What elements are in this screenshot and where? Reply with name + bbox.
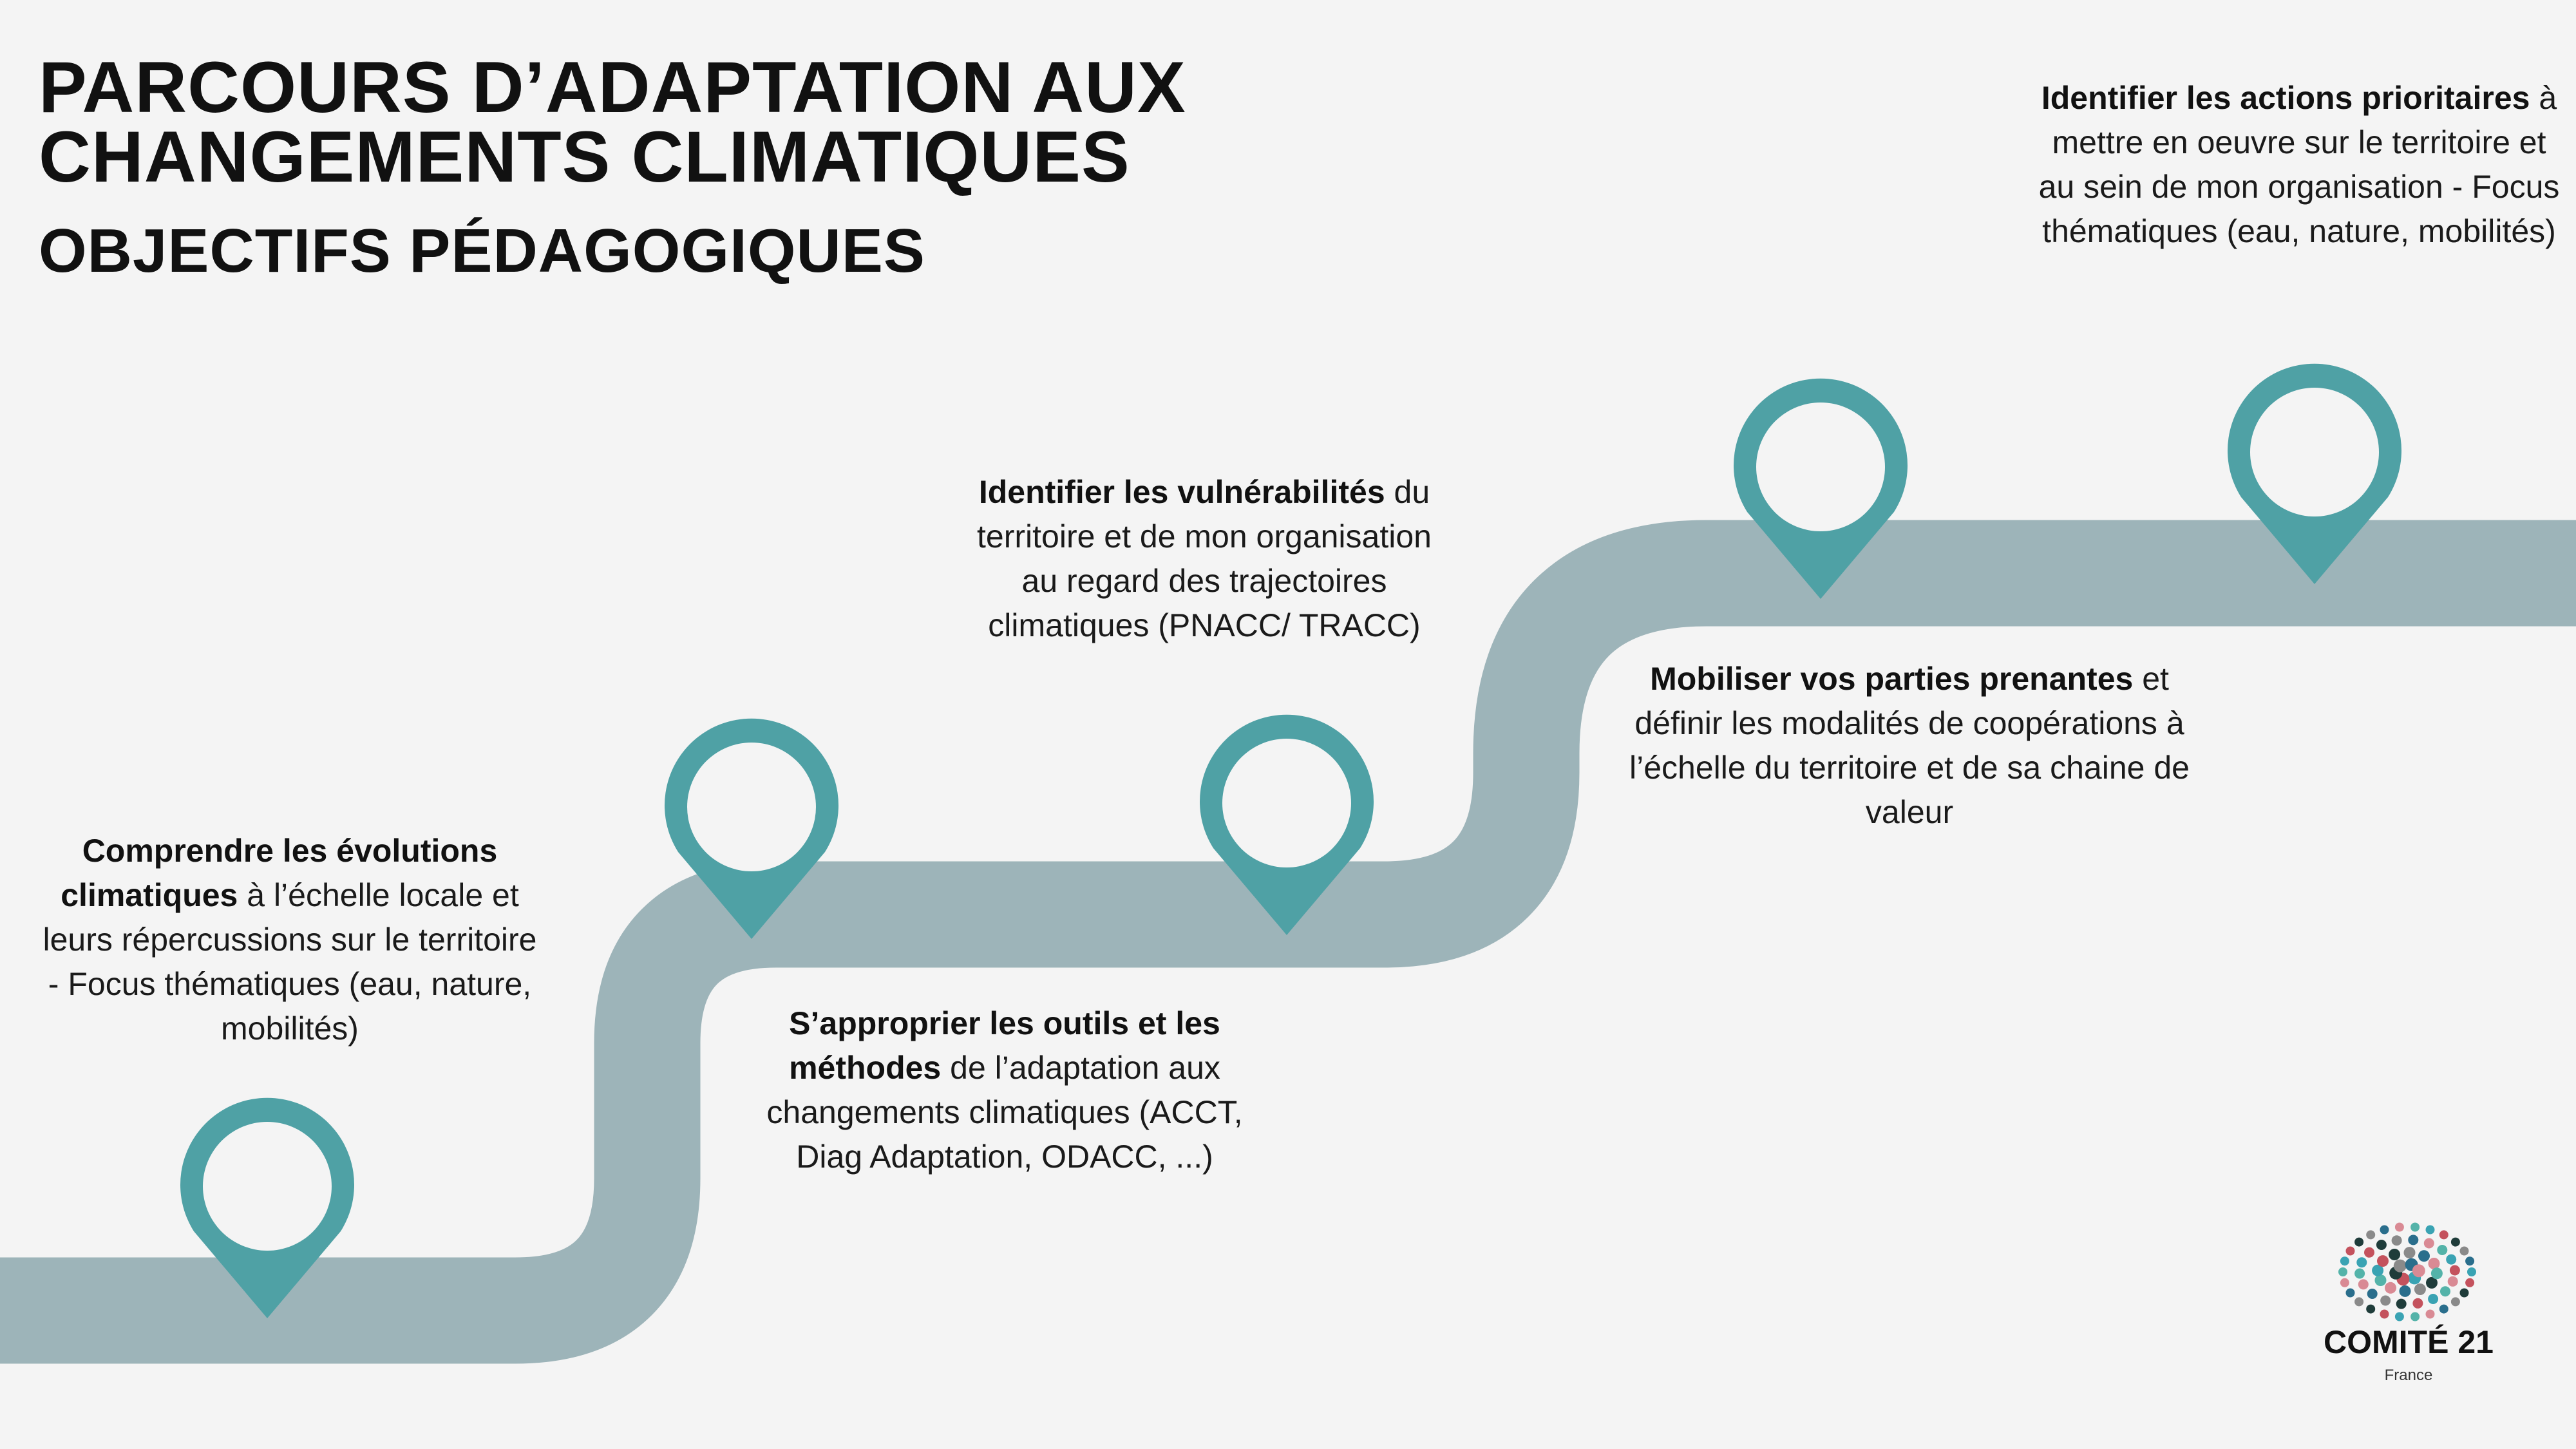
step-2-rest: de l’adaptation aux changements climatiq… bbox=[766, 1050, 1243, 1175]
logo-dot bbox=[2412, 1264, 2425, 1278]
logo-dot bbox=[2345, 1246, 2355, 1256]
logo-dot bbox=[2425, 1225, 2435, 1235]
logo-dot bbox=[2338, 1267, 2347, 1276]
logo-dot bbox=[2450, 1297, 2460, 1307]
step-3-bold: Identifier les vulnérabilités bbox=[978, 474, 1385, 510]
logo-dot bbox=[2380, 1225, 2389, 1235]
logo-dot bbox=[2366, 1230, 2376, 1240]
logo-subtext: France bbox=[2384, 1367, 2433, 1384]
logo-dot bbox=[2423, 1238, 2434, 1249]
logo-dot bbox=[2372, 1264, 2384, 1276]
logo-dot bbox=[2410, 1222, 2420, 1232]
logo-dot bbox=[2380, 1295, 2391, 1306]
step-5-rest: à mettre en oeuvre sur le territoire et … bbox=[2038, 80, 2560, 249]
pin-3-icon bbox=[1200, 714, 1374, 935]
logo-dot bbox=[2428, 1294, 2439, 1304]
page-subtitle: OBJECTIFS PÉDAGOGIQUES bbox=[39, 216, 925, 285]
logo-dot bbox=[2465, 1256, 2475, 1266]
title-line-1: PARCOURS D’ADAPTATION AUX bbox=[39, 47, 1186, 128]
logo-dot bbox=[2380, 1309, 2389, 1319]
logo-dot bbox=[2340, 1278, 2349, 1287]
logo-dot bbox=[2366, 1304, 2376, 1314]
logo-dot bbox=[2389, 1249, 2401, 1260]
step-1-rest: à l’échelle locale et leurs répercussion… bbox=[43, 877, 537, 1046]
pin-4-icon bbox=[1734, 378, 1908, 599]
step-1-bold: Comprendre les évolutions climatiques bbox=[61, 833, 498, 913]
step-4-text: Mobiliser vos parties prenantes et défin… bbox=[1629, 657, 2190, 835]
logo-dot bbox=[2414, 1283, 2426, 1295]
comite21-logo-icon bbox=[2338, 1222, 2476, 1321]
logo-dot bbox=[2439, 1230, 2448, 1240]
logo-dot bbox=[2446, 1254, 2457, 1265]
logo-dot bbox=[2377, 1255, 2389, 1267]
logo-dot bbox=[2391, 1235, 2402, 1246]
road-path bbox=[0, 520, 2576, 1364]
logo-dot bbox=[2345, 1288, 2355, 1298]
logo-dot bbox=[2430, 1267, 2443, 1280]
logo-dot bbox=[2428, 1258, 2440, 1269]
step-5-text: Identifier les actions prioritaires à me… bbox=[2035, 76, 2563, 254]
pin-2-icon bbox=[665, 718, 838, 939]
logo-dot bbox=[2396, 1298, 2407, 1309]
logo-dot bbox=[2399, 1285, 2411, 1297]
logo-dot bbox=[2440, 1286, 2450, 1297]
step-3-rest: du territoire et de mon organisation au … bbox=[977, 474, 1432, 643]
title-line-2: CHANGEMENTS CLIMATIQUES bbox=[39, 117, 1130, 197]
logo-dot bbox=[2426, 1276, 2438, 1289]
step-4-bold: Mobiliser vos parties prenantes bbox=[1650, 661, 2134, 697]
logo-dot bbox=[2459, 1246, 2469, 1256]
pin-5-icon bbox=[2228, 363, 2401, 584]
logo-dot bbox=[2412, 1298, 2423, 1309]
logo-dot bbox=[2354, 1268, 2365, 1279]
step-4-rest: et définir les modalités de coopérations… bbox=[1629, 661, 2190, 830]
pin-1-icon bbox=[180, 1097, 354, 1318]
logo-dot bbox=[2459, 1288, 2469, 1298]
logo-dot bbox=[2418, 1250, 2430, 1262]
logo-dot bbox=[2467, 1267, 2476, 1276]
logo-dot bbox=[2376, 1240, 2387, 1250]
logo-dot bbox=[2358, 1279, 2369, 1290]
logo-dot bbox=[2340, 1256, 2349, 1266]
logo-dot bbox=[2410, 1312, 2420, 1321]
logo-dot bbox=[2393, 1259, 2407, 1273]
logo-dot bbox=[2403, 1247, 2416, 1259]
logo-dot bbox=[2439, 1304, 2448, 1314]
logo-dot bbox=[2449, 1265, 2460, 1276]
logo-dot bbox=[2356, 1257, 2367, 1268]
step-3-text: Identifier les vulnérabilités du territo… bbox=[966, 470, 1443, 648]
logo-dot bbox=[2364, 1247, 2374, 1258]
logo-dot bbox=[2367, 1289, 2378, 1299]
logo-dot bbox=[2354, 1237, 2364, 1247]
logo-dot bbox=[2374, 1274, 2387, 1286]
logo-dot bbox=[2394, 1312, 2404, 1321]
logo-dot bbox=[2354, 1297, 2364, 1307]
logo-dot bbox=[2385, 1282, 2396, 1294]
page-title: PARCOURS D’ADAPTATION AUX CHANGEMENTS CL… bbox=[39, 52, 1186, 193]
step-1-text: Comprendre les évolutions climatiques à … bbox=[35, 829, 544, 1051]
logo-dot bbox=[2394, 1222, 2404, 1232]
logo-dot bbox=[2450, 1237, 2460, 1247]
step-2-text: S’approprier les outils et les méthodes … bbox=[744, 1001, 1265, 1179]
logo-wordmark: COMITÉ 21 bbox=[2324, 1324, 2494, 1360]
logo-dot bbox=[2425, 1309, 2435, 1319]
logo-dot bbox=[2465, 1278, 2475, 1287]
step-5-bold: Identifier les actions prioritaires bbox=[2041, 80, 2530, 116]
step-2-bold: S’approprier les outils et les méthodes bbox=[789, 1005, 1220, 1086]
logo-dot bbox=[2437, 1245, 2448, 1255]
logo-dot bbox=[2408, 1235, 2419, 1245]
logo-dot bbox=[2447, 1276, 2458, 1287]
